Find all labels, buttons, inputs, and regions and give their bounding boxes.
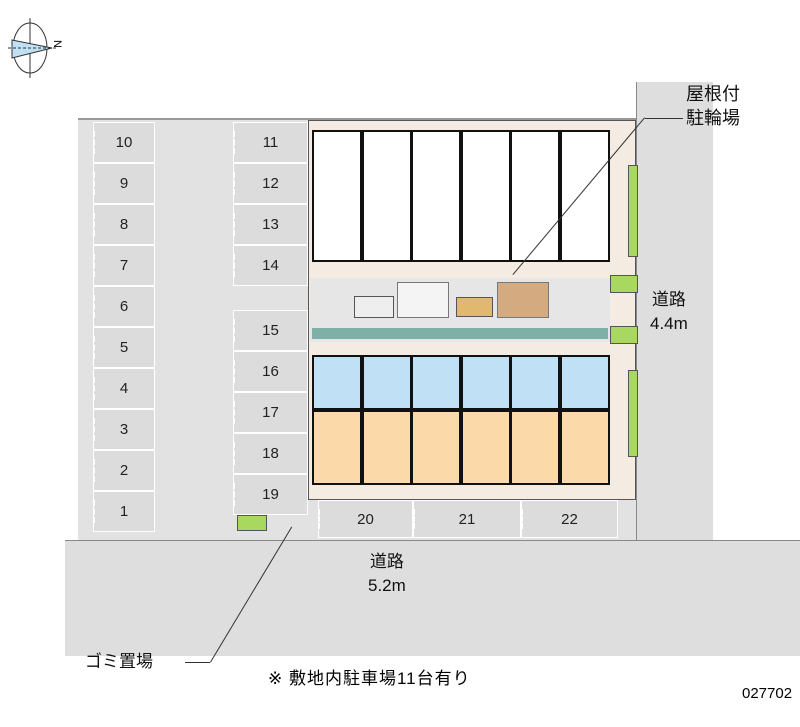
lower-unit-wet-area: [411, 355, 461, 410]
lower-unit-wet-area: [361, 355, 412, 410]
parking-space: 4: [93, 368, 155, 409]
parking-space: 6: [93, 286, 155, 327]
parking-space: 5: [93, 327, 155, 368]
parking-note: ※ 敷地内駐車場11台有り: [268, 669, 471, 688]
upper-unit: [559, 130, 610, 262]
parking-space: 16: [233, 351, 308, 392]
lower-unit-room: [361, 410, 412, 485]
parking-space: 17: [233, 392, 308, 433]
lower-unit-room: [510, 410, 560, 485]
upper-unit: [411, 130, 461, 262]
parking-space: 2: [93, 450, 155, 491]
covered-bike-roof: [312, 328, 608, 339]
parking-space: 19: [233, 474, 308, 515]
south-road: [65, 540, 800, 656]
parking-space: 10: [93, 122, 155, 163]
parking-space: 20: [318, 500, 413, 538]
parking-space: 21: [413, 500, 521, 538]
parking-space: 15: [233, 310, 308, 351]
parking-space: 11: [233, 122, 308, 163]
east-road: [636, 82, 713, 540]
lower-unit-wet-area: [460, 355, 511, 410]
property-code: 027702: [742, 685, 793, 702]
parking-space: 12: [233, 163, 308, 204]
parking-space: 13: [233, 204, 308, 245]
upper-unit: [510, 130, 560, 262]
planting: [628, 165, 638, 257]
parking-space: 9: [93, 163, 155, 204]
bike-parking-callout: 屋根付駐輪場: [686, 84, 740, 128]
lower-unit-room: [460, 410, 511, 485]
planting: [628, 370, 638, 457]
lower-unit-room: [559, 410, 610, 485]
lower-unit-room: [312, 410, 362, 485]
upper-unit: [460, 130, 511, 262]
upper-unit: [361, 130, 412, 262]
upper-unit: [312, 130, 362, 262]
planting: [610, 275, 638, 293]
parking-space: 3: [93, 409, 155, 450]
callout-line: [185, 662, 210, 663]
bike-rack: [354, 296, 394, 318]
planting: [610, 326, 638, 344]
parking-space: 8: [93, 204, 155, 245]
parking-space: 14: [233, 245, 308, 286]
lower-unit-wet-area: [510, 355, 560, 410]
parking-space: 18: [233, 433, 308, 474]
parking-space: 22: [521, 500, 618, 538]
lower-unit-wet-area: [312, 355, 362, 410]
bike-rack: [397, 282, 449, 318]
compass-north-arrow-icon: [8, 18, 57, 78]
parking-space: 1: [93, 491, 155, 532]
parking-space: 7: [93, 245, 155, 286]
bike-rack: [497, 282, 549, 318]
north-label: N: [50, 40, 63, 48]
lower-unit-room: [411, 410, 461, 485]
bike-rack: [456, 297, 493, 317]
lower-unit-wet-area: [559, 355, 610, 410]
garbage-area: [237, 515, 267, 531]
garbage-callout: ゴミ置場: [85, 652, 153, 671]
callout-line: [645, 118, 683, 119]
